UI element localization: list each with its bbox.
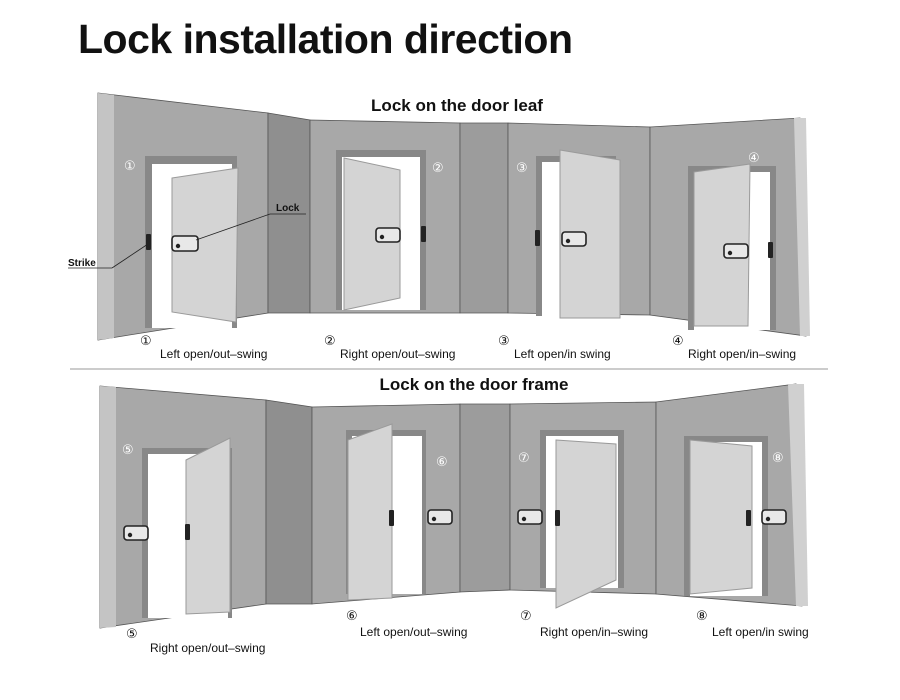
lock-body: [123, 525, 149, 541]
strike-plate: [389, 510, 394, 526]
lock-body: [517, 509, 543, 525]
lock-body: [375, 227, 401, 243]
door-leaf: [559, 149, 621, 319]
door-leaf: [693, 163, 751, 327]
lock-keyhole: [727, 250, 733, 256]
caption-number: ①: [140, 334, 152, 349]
panel-number: ④: [748, 151, 760, 166]
caption-number: ⑧: [696, 609, 708, 624]
panel-number: ①: [124, 159, 136, 174]
caption-6: Left open/out–swing: [360, 625, 467, 639]
strike-callout-line: [111, 243, 149, 269]
panel-number: ⑤: [122, 443, 134, 458]
strike-plate: [555, 510, 560, 526]
lock-keyhole: [175, 243, 181, 249]
caption-3: Left open/in swing: [514, 347, 611, 361]
caption-number: ⑦: [520, 609, 532, 624]
caption-number: ④: [672, 334, 684, 349]
strike-plate: [746, 510, 751, 526]
caption-number: ⑥: [346, 609, 358, 624]
door-leaf: [343, 157, 401, 311]
lock-keyhole: [765, 516, 771, 522]
lock-body: [723, 243, 749, 259]
panel-number: ⑦: [518, 451, 530, 466]
door-2: [336, 150, 426, 311]
door-7: [517, 430, 624, 609]
caption-1: Left open/out–swing: [160, 347, 267, 361]
lock-callout-line: [195, 213, 271, 241]
section-heading-door-leaf: Lock on the door leaf: [371, 96, 543, 115]
caption-7: Right open/in–swing: [540, 625, 648, 639]
lock-body: [427, 509, 453, 525]
wall-segment: [459, 122, 509, 314]
strike-plate: [535, 230, 540, 246]
door-leaf: [347, 423, 393, 601]
section-heading-door-frame: Lock on the door frame: [380, 375, 569, 394]
door-leaf-section: Lock on the door leaf Lock Strike ① ② ③ …: [68, 92, 810, 361]
caption-8: Left open/in swing: [712, 625, 809, 639]
lock-body: [761, 509, 787, 525]
caption-number: ③: [498, 334, 510, 349]
strike-plate: [146, 234, 151, 250]
strike-plate: [421, 226, 426, 242]
caption-number: ②: [324, 334, 336, 349]
wall-segment: [265, 399, 313, 605]
lock-keyhole: [565, 238, 571, 244]
lock-keyhole: [431, 516, 437, 522]
caption-4: Right open/in–swing: [688, 347, 796, 361]
panel-number: ⑥: [436, 455, 448, 470]
caption-2: Right open/out–swing: [340, 347, 455, 361]
lock-keyhole: [521, 516, 527, 522]
wall-segment: [794, 118, 810, 336]
caption-number: ⑤: [126, 627, 138, 642]
wall-segment: [459, 403, 511, 593]
door-5: [123, 437, 232, 618]
caption-5: Right open/out–swing: [150, 641, 265, 655]
lock-body: [171, 235, 199, 252]
door-leaf: [185, 437, 231, 615]
door-leaf: [171, 167, 239, 323]
door-6: [346, 423, 453, 601]
strike-callout-label: Strike: [68, 258, 96, 269]
door-leaf: [689, 439, 753, 595]
panel-number: ②: [432, 161, 444, 176]
lock-body: [561, 231, 587, 247]
wall-segment: [98, 93, 114, 340]
lock-keyhole: [379, 234, 385, 240]
door-8: [684, 436, 787, 596]
lock-keyhole: [127, 532, 133, 538]
door-3: [535, 149, 621, 319]
door-1: [145, 156, 239, 328]
lock-callout-label: Lock: [276, 203, 300, 214]
strike-plate: [185, 524, 190, 540]
door-frame-section: Lock on the door frame ⑤ ⑥ ⑦ ⑧ ⑤ Right o…: [99, 375, 809, 655]
door-4: [688, 163, 776, 330]
wall-segment: [100, 386, 116, 628]
page-title: Lock installation direction: [78, 16, 573, 62]
door-leaf: [555, 439, 617, 609]
panel-number: ③: [516, 161, 528, 176]
strike-plate: [768, 242, 773, 258]
wall-segment: [788, 384, 808, 606]
panel-number: ⑧: [772, 451, 784, 466]
